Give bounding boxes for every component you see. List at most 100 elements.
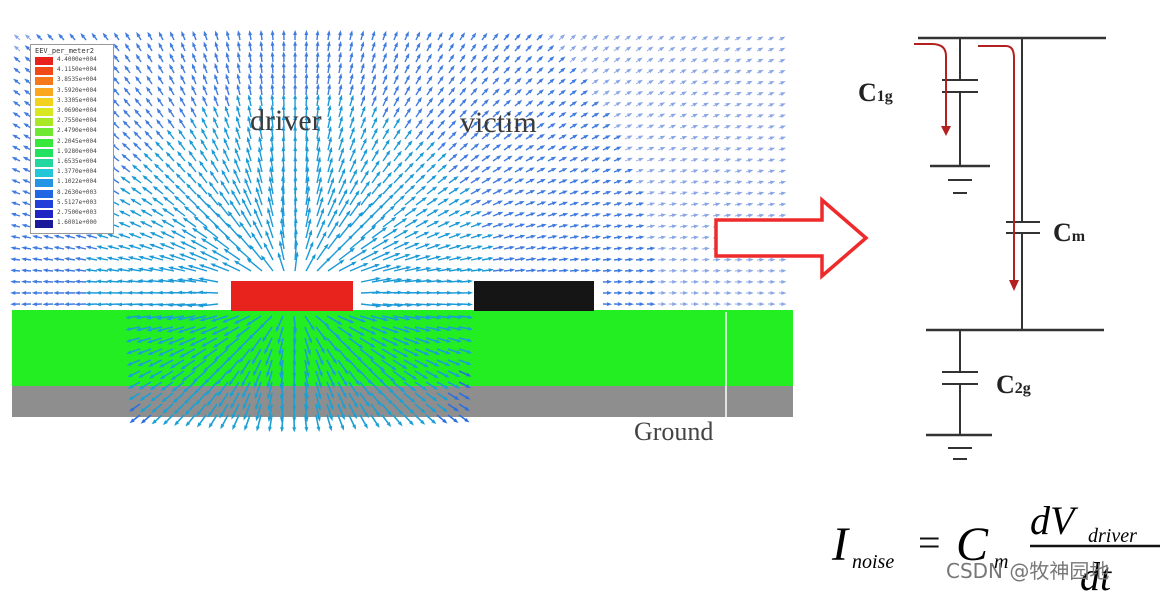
- field-arrow-head: [747, 114, 753, 118]
- legend-swatch: [35, 108, 53, 116]
- field-arrow: [251, 337, 262, 352]
- field-arrow-head: [649, 169, 655, 173]
- field-arrow-head: [306, 185, 311, 191]
- field-arrow-head: [176, 303, 183, 308]
- field-arrow-head: [681, 35, 687, 41]
- field-arrow-head: [258, 136, 263, 142]
- field-arrow-head: [769, 114, 775, 118]
- field-arrow-head: [235, 115, 240, 122]
- field-arrow-head: [158, 53, 163, 59]
- field-arrow-head: [780, 69, 786, 74]
- field-arrow-head: [703, 91, 709, 96]
- field-arrow-head: [412, 375, 418, 381]
- field-arrow: [371, 303, 390, 307]
- field-arrow: [255, 199, 263, 217]
- field-arrow-head: [231, 189, 236, 195]
- field-arrow: [382, 303, 401, 307]
- field-arrow-head: [452, 164, 459, 170]
- field-arrow-head: [156, 328, 162, 332]
- field-arrow-head: [137, 279, 143, 283]
- field-arrow-head: [560, 67, 566, 73]
- field-arrow-head: [508, 212, 515, 216]
- field-arrow-head: [281, 40, 286, 46]
- field-arrow-head: [214, 30, 219, 36]
- field-arrow-head: [648, 79, 654, 85]
- field-arrow-head: [460, 32, 466, 38]
- field-arrow-head: [157, 290, 163, 295]
- field-arrow: [359, 326, 375, 335]
- field-arrow-head: [293, 175, 298, 181]
- field-arrow: [192, 240, 208, 250]
- field-arrow-head: [475, 188, 481, 193]
- legend-entry: 2.4790e+004: [35, 127, 113, 137]
- field-arrow: [247, 315, 262, 326]
- field-arrow-head: [386, 277, 393, 282]
- field-arrow-head: [12, 112, 18, 117]
- field-arrow-head: [165, 151, 171, 157]
- field-arrow-head: [214, 73, 218, 80]
- field-arrow-head: [377, 192, 383, 198]
- field-arrow-head: [416, 75, 422, 81]
- field-arrow-head: [337, 245, 343, 251]
- field-arrow-head: [339, 115, 343, 122]
- field-arrow-head: [692, 147, 699, 151]
- field-arrow-head: [371, 41, 376, 47]
- field-arrow: [315, 337, 325, 353]
- field-arrow-head: [422, 374, 429, 380]
- field-arrow: [349, 213, 362, 228]
- field-arrow-head: [361, 95, 366, 101]
- field-arrow-head: [541, 246, 548, 250]
- field-arrow-head: [191, 63, 196, 69]
- field-arrow-head: [637, 79, 643, 85]
- field-arrow-head: [551, 167, 557, 172]
- field-arrow-head: [151, 419, 157, 425]
- field-arrow-head: [461, 76, 467, 82]
- field-arrow-head: [58, 33, 64, 39]
- field-arrow-head: [617, 257, 623, 262]
- field-arrow: [327, 260, 343, 272]
- field-arrow-head: [704, 302, 711, 306]
- field-arrow-head: [439, 97, 445, 103]
- field-arrow-head: [191, 366, 197, 371]
- field-arrow-head: [136, 31, 141, 38]
- field-arrow-head: [144, 130, 150, 136]
- field-arrow-head: [268, 426, 272, 433]
- field-arrow-head: [670, 46, 676, 52]
- legend-value: 3.5920e+004: [57, 86, 97, 94]
- field-arrow-head: [780, 81, 786, 85]
- field-arrow: [304, 403, 308, 420]
- legend-swatch: [35, 159, 53, 167]
- field-arrow-head: [333, 346, 339, 353]
- field-arrow-head: [185, 421, 191, 427]
- field-arrow-head: [149, 243, 155, 248]
- field-arrow-head: [488, 268, 494, 273]
- field-arrow-head: [236, 51, 241, 58]
- field-arrow-head: [572, 156, 579, 161]
- legend-value: 3.0690e+004: [57, 107, 97, 114]
- field-arrow-head: [472, 54, 477, 60]
- field-arrow-head: [113, 54, 118, 60]
- field-arrow-head: [694, 291, 700, 295]
- field-arrow-head: [247, 73, 252, 79]
- field-arrow-head: [416, 64, 421, 70]
- field-arrow-head: [626, 90, 633, 96]
- field-arrow-head: [149, 232, 156, 236]
- field-arrow-head: [769, 125, 775, 130]
- field-arrow-head: [498, 223, 504, 227]
- field-arrow-head: [496, 143, 502, 149]
- field-arrow-head: [106, 279, 112, 284]
- field-arrow-head: [224, 235, 231, 241]
- field-arrow-head: [95, 268, 102, 272]
- field-arrow-head: [335, 232, 341, 239]
- field-arrow-head: [281, 83, 286, 89]
- field-arrow-head: [431, 174, 437, 180]
- field-arrow: [316, 221, 325, 239]
- field-arrow-head: [637, 113, 644, 118]
- field-arrow-head: [530, 201, 536, 205]
- field-arrow-head: [199, 251, 206, 256]
- field-arrow-head: [398, 410, 404, 416]
- field-arrow: [326, 337, 338, 351]
- field-arrow-head: [617, 268, 623, 273]
- field-arrow-head: [454, 198, 460, 204]
- field-arrow-head: [374, 149, 379, 155]
